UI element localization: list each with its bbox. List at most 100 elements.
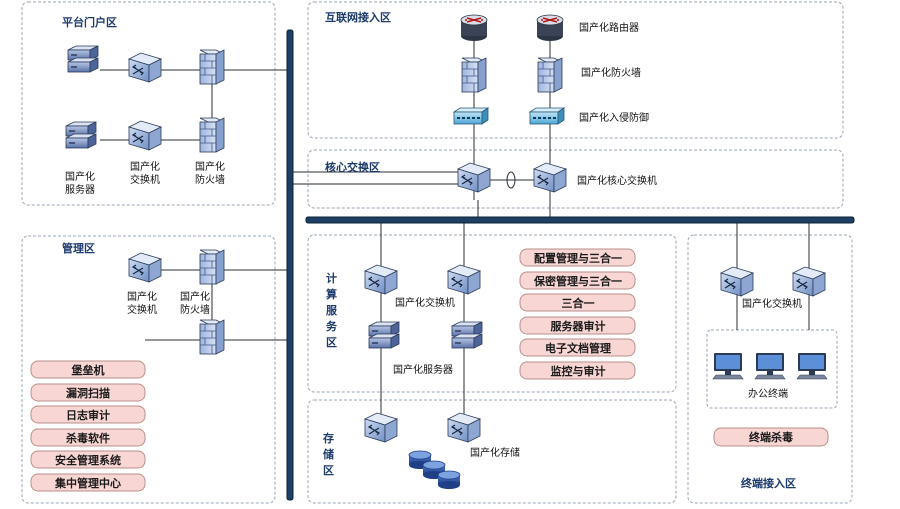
horizontal-backbone <box>305 216 855 224</box>
portal-firewall-label: 国产化 <box>195 160 225 173</box>
storage-zone <box>307 399 677 504</box>
vertical-backbone <box>286 29 294 501</box>
mgmt-firewall-icon <box>199 249 225 285</box>
compute-server-icon <box>369 322 399 348</box>
compute-zone-title-char: 服 <box>326 304 338 317</box>
compute-zone <box>307 234 677 393</box>
mgmt-item-label: 杀毒软件 <box>66 431 110 445</box>
ips-icon <box>453 107 489 125</box>
portal-firewall-label: 防火墙 <box>195 173 225 186</box>
mgmt-switch-label: 交换机 <box>127 303 157 316</box>
mgmt-item <box>30 360 146 379</box>
compute-item <box>519 248 636 267</box>
compute-item-label: 保密管理与三合一 <box>533 274 622 288</box>
core-zone <box>307 149 844 209</box>
terminal-zone-title: 终端接入区 <box>741 476 796 490</box>
office-pc-icon <box>712 352 744 380</box>
router-label: 国产化路由器 <box>579 21 639 34</box>
portal-zone-title: 平台门户区 <box>62 15 117 29</box>
ips-label: 国产化入侵防御 <box>579 111 649 124</box>
router-icon <box>460 14 488 42</box>
portal-server-icon <box>68 46 98 72</box>
mgmt-firewall-icon <box>199 319 225 355</box>
compute-zone-title-char: 区 <box>326 336 337 349</box>
compute-item-label: 三合一 <box>562 296 595 310</box>
terminal-switch-icon <box>720 266 754 297</box>
compute-server-icon <box>452 322 482 348</box>
terminal-item-label: 终端杀毒 <box>749 430 793 444</box>
core-zone-title: 核心交换区 <box>325 160 380 174</box>
compute-item-label: 监控与审计 <box>551 364 606 378</box>
portal-firewall-icon <box>199 49 225 85</box>
compute-item-label: 电子文档管理 <box>545 341 611 355</box>
mgmt-firewall-label: 防火墙 <box>180 303 210 316</box>
terminal-zone <box>687 234 853 504</box>
portal-server-icon <box>66 122 96 148</box>
link-aggregation-icon <box>506 171 516 189</box>
portal-zone <box>21 1 276 206</box>
compute-switch-label: 国产化交换机 <box>395 296 455 309</box>
internet-zone-title: 互联网接入区 <box>325 10 391 24</box>
internet-firewall-icon <box>537 57 563 93</box>
mgmt-switch-label: 国产化 <box>127 290 157 303</box>
terminal-item <box>713 427 829 447</box>
compute-item <box>519 293 636 312</box>
office-terminal-group <box>706 329 838 409</box>
core-switch-icon <box>533 162 567 193</box>
portal-switch-icon <box>128 120 162 151</box>
storage-label: 国产化存储 <box>470 446 520 459</box>
compute-item-label: 配置管理与三合一 <box>534 251 622 265</box>
portal-switch-icon <box>128 52 162 83</box>
mgmt-item-label: 集中管理中心 <box>54 476 121 490</box>
mgmt-item-label: 日志审计 <box>66 408 110 422</box>
compute-switch-icon <box>447 264 481 295</box>
wires <box>100 28 810 440</box>
portal-firewall-icon <box>199 117 225 153</box>
compute-item <box>519 316 636 335</box>
mgmt-firewall-label: 国产化 <box>180 290 210 303</box>
mgmt-item <box>30 450 146 469</box>
core-switch-label: 国产化核心交换机 <box>577 174 657 187</box>
internet-zone <box>307 1 844 139</box>
internet-firewall-label: 国产化防火墙 <box>581 66 641 79</box>
compute-item <box>519 271 636 290</box>
terminal-switch-label: 国产化交换机 <box>742 297 802 310</box>
compute-switch-icon <box>364 264 398 295</box>
mgmt-item-label: 漏洞扫描 <box>66 386 110 400</box>
portal-server-label: 服务器 <box>65 183 95 196</box>
portal-switch-label: 交换机 <box>130 173 160 186</box>
compute-item-label: 服务器审计 <box>551 319 606 333</box>
compute-zone-title-char: 务 <box>326 319 338 333</box>
storage-zone-title-char: 区 <box>323 464 334 477</box>
mgmt-item-list: 堡垒机 漏洞扫描 日志审计 杀毒软件 安全管理系统 集中管理中心 <box>30 360 146 492</box>
storage-switch-icon <box>447 412 481 443</box>
mgmt-item <box>30 473 146 492</box>
storage-switch-icon <box>364 412 398 443</box>
mgmt-item <box>30 383 146 402</box>
mgmt-item-label: 堡垒机 <box>72 363 105 377</box>
office-terminal-label: 办公终端 <box>748 387 788 400</box>
router-icon <box>536 14 564 42</box>
internet-firewall-icon <box>461 57 487 93</box>
compute-zone-title-char: 算 <box>325 287 337 301</box>
compute-item <box>519 338 636 357</box>
core-switch-icon <box>457 162 491 193</box>
ips-icon <box>529 107 565 125</box>
management-zone-title: 管理区 <box>62 241 95 255</box>
compute-server-label: 国产化服务器 <box>393 363 453 376</box>
mgmt-item <box>30 405 146 424</box>
mgmt-item-label: 安全管理系统 <box>55 453 121 467</box>
storage-zone-title-char: 存 <box>323 431 334 445</box>
office-pc-icon <box>796 352 828 380</box>
management-zone <box>21 235 276 504</box>
mgmt-switch-icon <box>128 252 162 283</box>
storage-zone-title-char: 储 <box>323 447 334 461</box>
office-pc-icon <box>754 352 786 380</box>
storage-disk-icon <box>437 470 461 490</box>
compute-zone-title-char: 计 <box>326 271 337 285</box>
compute-item <box>519 361 636 380</box>
portal-server-label: 国产化 <box>65 170 95 183</box>
compute-item-list: 配置管理与三合一 保密管理与三合一 三合一 服务器审计 电子文档管理 监控与审计 <box>519 248 636 380</box>
